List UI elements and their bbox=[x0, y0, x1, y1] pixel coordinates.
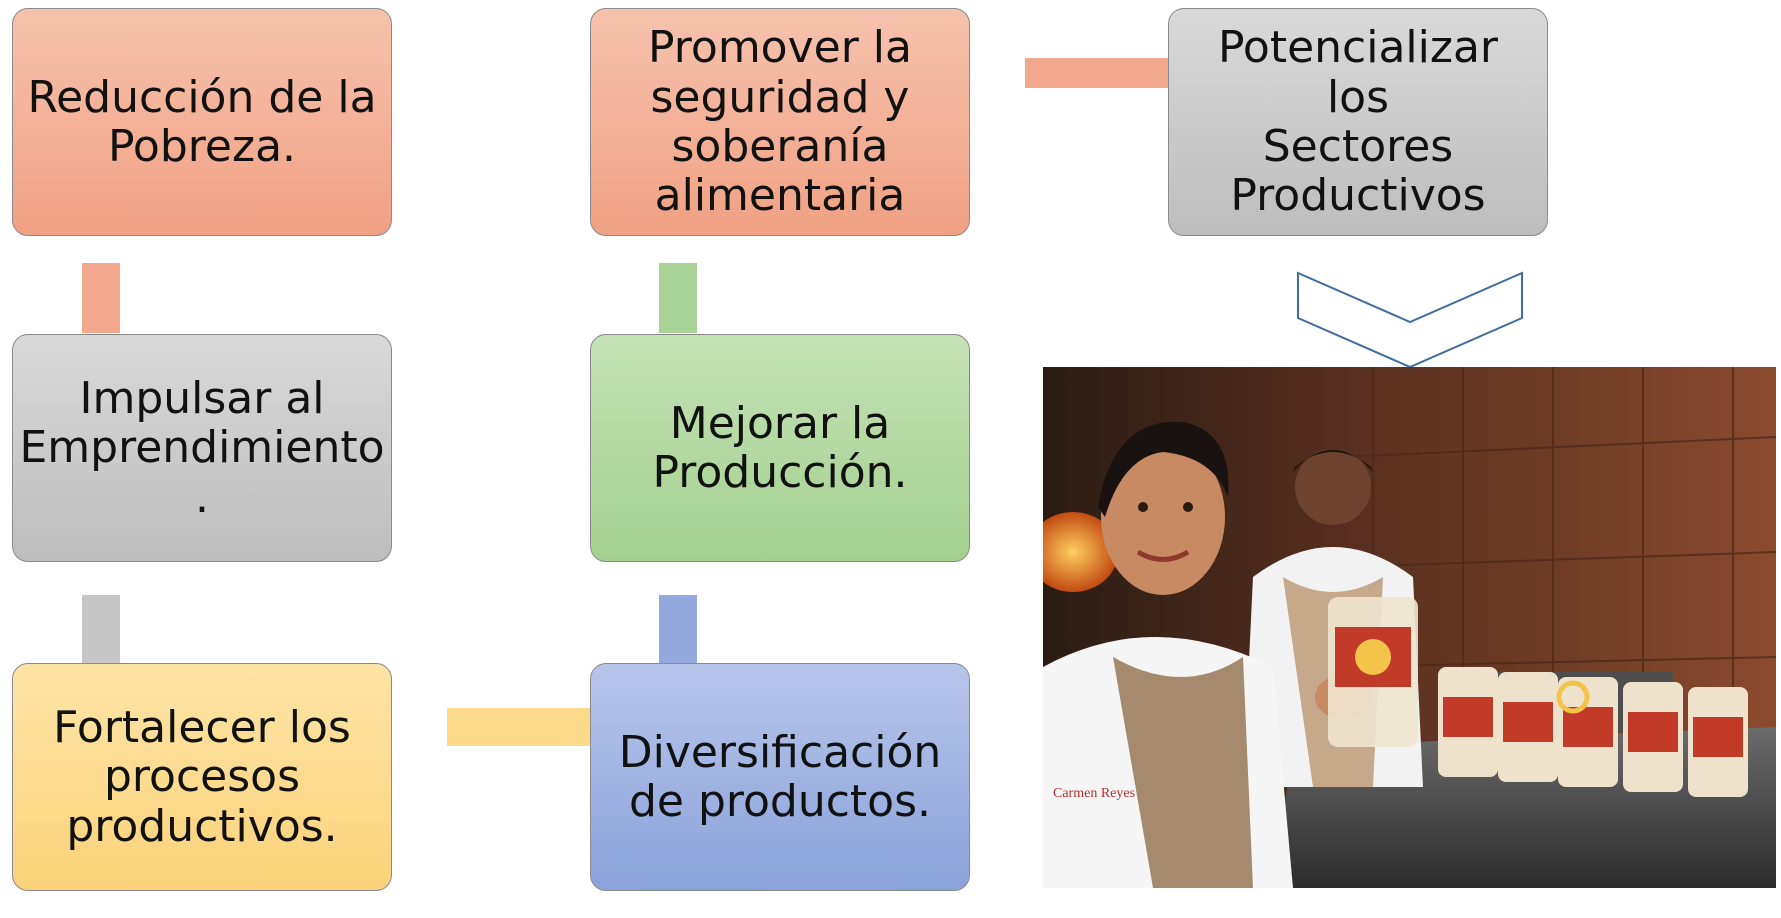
box-promover-seguridad: Promover la seguridad y soberanía alimen… bbox=[590, 8, 970, 236]
box-label: Impulsar al Emprendimiento . bbox=[19, 373, 385, 523]
bakery-workers-photo: Carmen Reyes bbox=[1043, 367, 1776, 888]
box-mejorar-produccion: Mejorar la Producción. bbox=[590, 334, 970, 562]
apron-text: Carmen Reyes bbox=[1053, 786, 1135, 801]
box-label: Fortalecer los procesos productivos. bbox=[53, 702, 351, 852]
box-potencializar-sectores: Potencializar los Sectores Productivos bbox=[1168, 8, 1548, 236]
box-label: Mejorar la Producción. bbox=[652, 397, 908, 498]
chevron-down-icon bbox=[1297, 271, 1523, 369]
box-reduccion-pobreza: Reducción de la Pobreza. bbox=[12, 8, 392, 236]
connector-diversificacion-mejorar bbox=[659, 595, 697, 665]
box-diversificacion-productos: Diversificación de productos. bbox=[590, 663, 970, 891]
connector-fortalecer-diversificacion bbox=[447, 708, 593, 746]
box-label: Diversificación de productos. bbox=[618, 726, 942, 827]
connector-impulsar-fortalecer bbox=[82, 595, 120, 665]
box-label: Reducción de la Pobreza. bbox=[27, 71, 377, 172]
box-label: Potencializar los Sectores Productivos bbox=[1217, 22, 1499, 222]
box-fortalecer-procesos: Fortalecer los procesos productivos. bbox=[12, 663, 392, 891]
box-impulsar-emprendimiento: Impulsar al Emprendimiento . bbox=[12, 334, 392, 562]
connector-mejorar-promover bbox=[659, 263, 697, 333]
connector-promover-potencializar bbox=[1025, 58, 1169, 88]
box-label: Promover la seguridad y soberanía alimen… bbox=[648, 22, 912, 222]
connector-reduccion-impulsar bbox=[82, 263, 120, 333]
